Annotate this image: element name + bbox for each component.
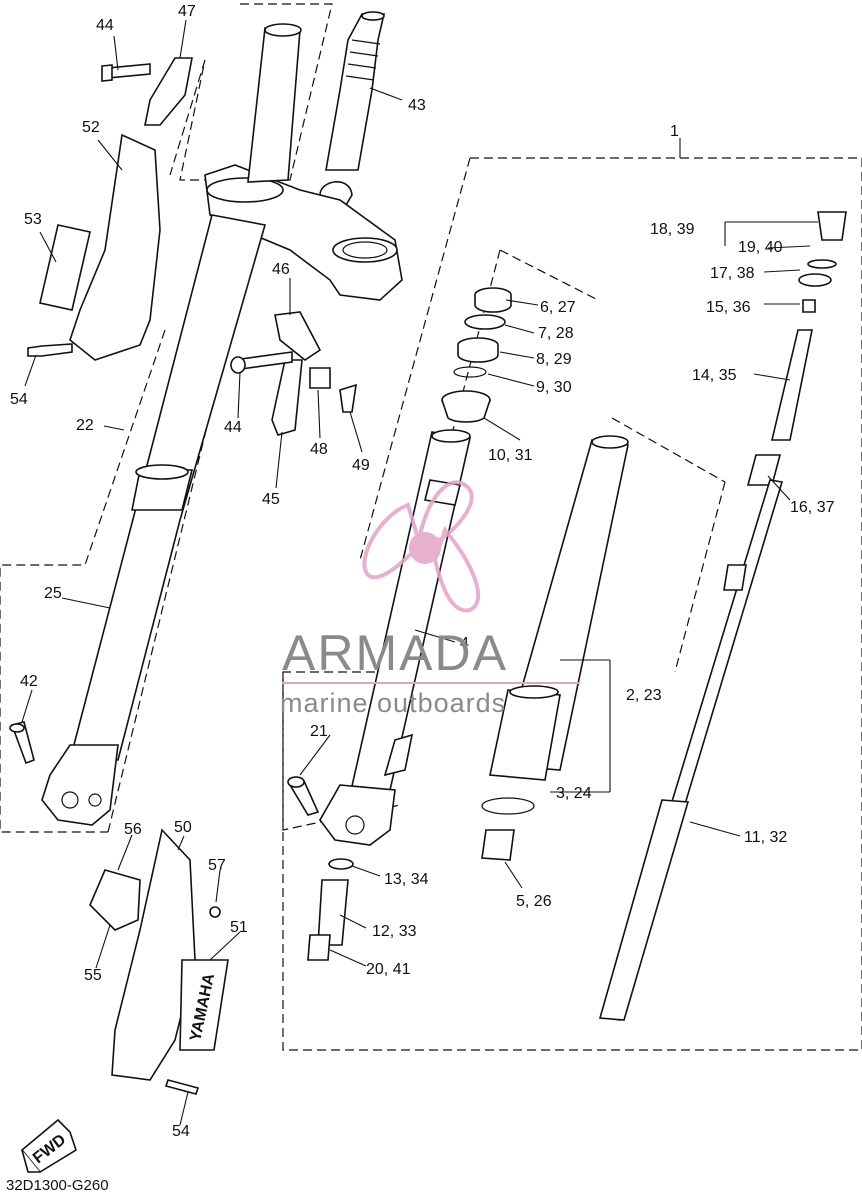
- callout-44-top: 44: [96, 17, 114, 34]
- small-spring: [723, 564, 747, 591]
- callout-16-37: 16, 37: [790, 499, 835, 516]
- main-assembly-frame: [282, 157, 862, 1051]
- nut-57: [209, 906, 221, 918]
- ring-7: [464, 314, 506, 330]
- callout-47: 47: [178, 3, 196, 20]
- callout-55: 55: [84, 967, 102, 984]
- callout-45: 45: [262, 491, 280, 508]
- callout-50: 50: [174, 819, 192, 836]
- callout-6-27: 6, 27: [540, 299, 576, 316]
- upper-bracket: [204, 23, 403, 301]
- callout-21: 21: [310, 723, 328, 740]
- bracket-46: [274, 311, 322, 361]
- grommet-48: [309, 367, 331, 389]
- clip-9: [453, 366, 487, 378]
- callout-54-top: 54: [10, 391, 28, 408]
- bolt-42: [9, 721, 35, 765]
- fwd-arrow-icon: [20, 1118, 77, 1174]
- inner-tube-4: [319, 429, 471, 846]
- callout-20-41: 20, 41: [366, 961, 411, 978]
- lower-guard-50: [111, 828, 229, 1081]
- watermark-subtitle: marine outboards: [280, 688, 506, 718]
- callout-12-33: 12, 33: [372, 923, 417, 940]
- callout-7-28: 7, 28: [538, 325, 574, 342]
- callout-56: 56: [124, 821, 142, 838]
- callout-42: 42: [20, 673, 38, 690]
- callout-4: 4: [460, 635, 469, 652]
- callout-17-38: 17, 38: [710, 265, 755, 282]
- callout-14-35: 14, 35: [692, 367, 737, 384]
- bolt-21: [287, 776, 320, 816]
- callout-18-39: 18, 39: [650, 221, 695, 238]
- callout-51: 51: [230, 919, 248, 936]
- spring-20: [307, 934, 331, 961]
- callout-8-29: 8, 29: [536, 351, 572, 368]
- callout-52: 52: [82, 119, 100, 136]
- watermark-title: ARMADA: [282, 625, 508, 681]
- ring-3: [481, 797, 535, 815]
- cap-18: [817, 211, 847, 241]
- washer-13: [328, 858, 354, 870]
- callout-25: 25: [44, 585, 62, 602]
- leader-lines: [21, 19, 818, 1126]
- bracket-45: [271, 359, 303, 436]
- collar-5: [481, 829, 515, 861]
- callout-13-34: 13, 34: [384, 871, 429, 888]
- seal-8: [457, 337, 499, 363]
- oil-seal-6: [474, 287, 512, 313]
- callout-11-32: 11, 32: [744, 829, 787, 846]
- inner-tube-frame: [611, 417, 726, 673]
- outer-tube-2: [489, 435, 629, 781]
- bolt-54-upper: [27, 343, 73, 357]
- bracket-47: [144, 57, 193, 126]
- callout-53: 53: [24, 211, 42, 228]
- diagram-code: 32D1300-G260: [6, 1177, 109, 1194]
- armada-watermark: ARMADA marine outboards: [280, 480, 580, 718]
- washer-17: [798, 273, 832, 287]
- propeller-logo-icon: [362, 480, 481, 613]
- fork-guard-52: [69, 133, 161, 361]
- bolt-44-mid-head: [230, 356, 246, 374]
- spring-seat-14: [770, 329, 813, 441]
- callout-5-26: 5, 26: [516, 893, 552, 910]
- callout-15-36: 15, 36: [706, 299, 751, 316]
- left-assembly-frame: [0, 3, 333, 833]
- bolt-54-lower: [164, 1079, 200, 1095]
- callout-49: 49: [352, 457, 370, 474]
- rod-11-lower: [598, 799, 690, 1021]
- callout-22: 22: [76, 417, 94, 434]
- callout-3-24: 3, 24: [556, 785, 592, 802]
- bolt-49: [339, 383, 357, 413]
- bolt-44-upper: [101, 63, 151, 82]
- dust-seal-10: [441, 390, 491, 423]
- damper-12: [317, 879, 349, 946]
- callout-19-40: 19, 40: [738, 239, 783, 256]
- callout-44-mid: 44: [224, 419, 242, 436]
- callout-48: 48: [310, 441, 328, 458]
- callout-43: 43: [408, 97, 426, 114]
- callout-10-31: 10, 31: [488, 447, 533, 464]
- callout-2-23: 2, 23: [626, 687, 662, 704]
- oring-19: [807, 259, 837, 269]
- cover-56: [89, 869, 141, 931]
- callout-9-30: 9, 30: [536, 379, 572, 396]
- steering-stem-43: [319, 11, 386, 216]
- cover-53: [39, 224, 91, 311]
- callout-1: 1: [670, 123, 679, 140]
- callout-54-bottom: 54: [172, 1123, 190, 1140]
- callout-57: 57: [208, 857, 226, 874]
- outer-tube-25: [41, 214, 267, 826]
- nut-15: [802, 299, 816, 313]
- callout-46: 46: [272, 261, 290, 278]
